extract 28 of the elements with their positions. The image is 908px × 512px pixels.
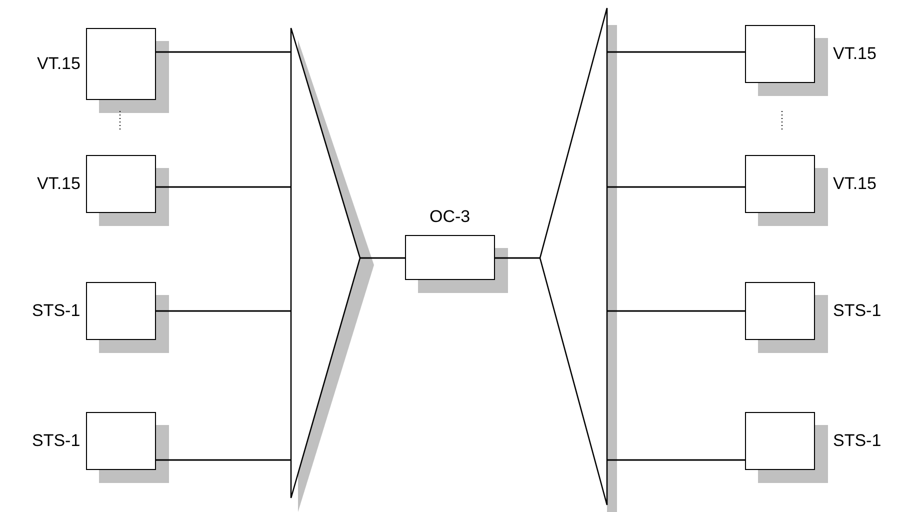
connector-line <box>156 51 291 53</box>
connector-line <box>607 51 745 53</box>
signal-label: STS-1 <box>32 431 80 451</box>
connector-line <box>607 310 745 312</box>
port-box <box>86 282 156 340</box>
port-box <box>745 25 815 83</box>
port-box <box>86 28 156 100</box>
multiplexer-shape <box>290 27 361 499</box>
connector-line <box>607 459 745 461</box>
multiplexer-shape <box>539 7 608 506</box>
signal-label: VT.15 <box>37 174 80 194</box>
port-box <box>86 155 156 213</box>
signal-label: VT.15 <box>37 54 80 74</box>
port-box <box>745 155 815 213</box>
connector-line <box>495 257 540 259</box>
signal-label: VT.15 <box>833 174 876 194</box>
port-box <box>86 412 156 470</box>
signal-label: STS-1 <box>32 301 80 321</box>
connector-line <box>156 310 291 312</box>
connector-line <box>360 257 405 259</box>
signal-label: STS-1 <box>833 431 882 451</box>
port-box <box>745 282 815 340</box>
connector-line <box>156 186 291 188</box>
signal-label: OC-3 <box>430 207 470 227</box>
connector-line <box>607 186 745 188</box>
signal-label: STS-1 <box>833 301 882 321</box>
signal-label: VT.15 <box>833 44 876 64</box>
port-box <box>745 412 815 470</box>
